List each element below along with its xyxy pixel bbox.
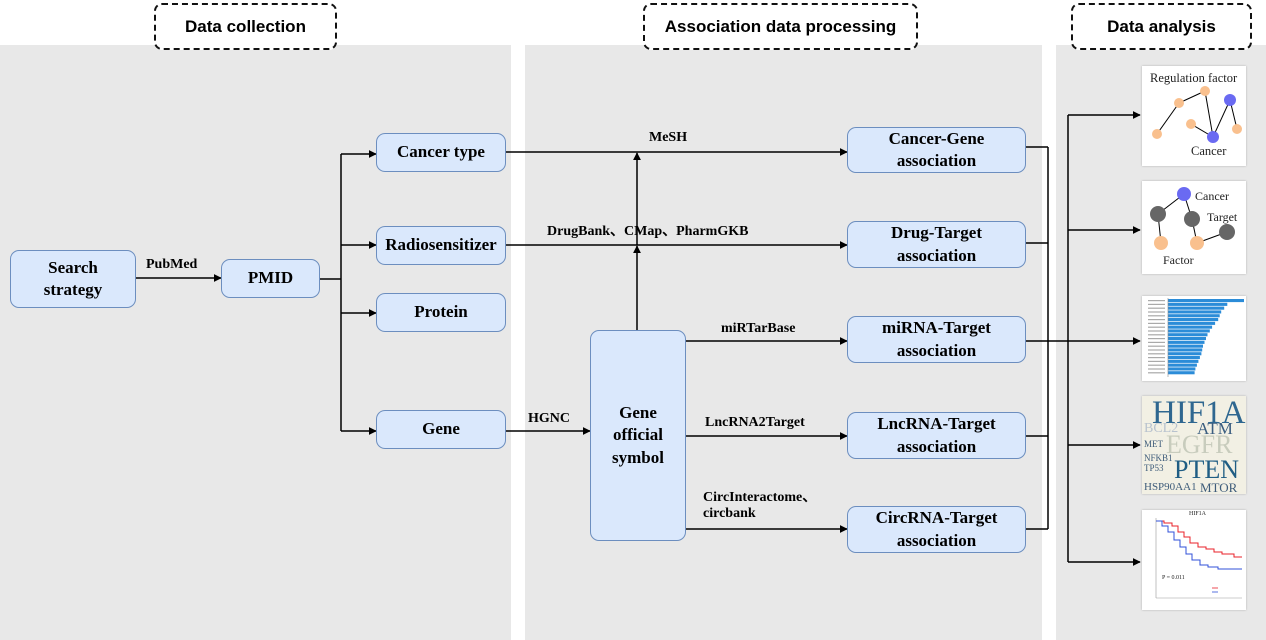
bar-tick-label bbox=[1148, 338, 1165, 340]
survival-pvalue: P = 0.011 bbox=[1162, 575, 1185, 581]
pubmed-label: PubMed bbox=[146, 257, 198, 272]
bar-tick-label bbox=[1148, 307, 1165, 309]
bar bbox=[1168, 321, 1216, 325]
bar bbox=[1168, 352, 1202, 356]
section-header-collection: Data collection bbox=[154, 3, 337, 50]
bar bbox=[1168, 302, 1228, 306]
bar-tick-label bbox=[1148, 364, 1165, 366]
wordcloud-thumbnail: HIF1A BCL2 ATM EGFR MET NFKB1 TP53 PTEN … bbox=[1142, 396, 1246, 494]
bar bbox=[1168, 367, 1196, 371]
bar-tick-label bbox=[1148, 345, 1165, 347]
bar bbox=[1168, 310, 1222, 314]
network-thumbnail-2: Cancer Target Factor bbox=[1142, 181, 1246, 274]
bar bbox=[1168, 314, 1220, 318]
network2-right-label: Target bbox=[1207, 210, 1238, 224]
wordcloud-word: MET bbox=[1144, 439, 1163, 449]
survival-thumbnail: HIF1A P = 0.011 bbox=[1142, 510, 1246, 610]
bar-tick-label bbox=[1148, 341, 1165, 343]
survival-title: HIF1A bbox=[1189, 511, 1207, 517]
network2-bottom-label: Factor bbox=[1163, 253, 1194, 267]
bar-tick-label bbox=[1148, 311, 1165, 313]
bar bbox=[1168, 318, 1219, 322]
bar-tick-label bbox=[1148, 300, 1165, 302]
bar bbox=[1168, 333, 1208, 337]
bar bbox=[1168, 344, 1203, 348]
drug-databases-label: DrugBank、CMap、PharmGKB bbox=[547, 224, 749, 239]
protein-node: Protein bbox=[376, 293, 506, 332]
mirtarbase-label: miRTarBase bbox=[721, 321, 796, 336]
radiosensitizer-node: Radiosensitizer bbox=[376, 226, 506, 265]
wordcloud-word: EGFR bbox=[1166, 430, 1233, 459]
wordcloud-word: ATM bbox=[1197, 419, 1233, 438]
bar-tick-label bbox=[1148, 303, 1165, 305]
bar-tick-label bbox=[1148, 357, 1165, 359]
bar-tick-label bbox=[1148, 326, 1165, 328]
barchart-graph bbox=[1148, 298, 1244, 377]
wordcloud-word: TP53 bbox=[1144, 463, 1164, 473]
hgnc-label: HGNC bbox=[528, 411, 570, 426]
bar-tick-label bbox=[1148, 315, 1165, 317]
gene-node: Gene bbox=[376, 410, 506, 449]
drug-target-association-node: Drug-Target association bbox=[847, 221, 1026, 268]
network1-graph bbox=[1152, 86, 1242, 143]
bar-tick-label bbox=[1148, 319, 1165, 321]
bar bbox=[1168, 329, 1210, 333]
mesh-label: MeSH bbox=[649, 130, 688, 145]
bar bbox=[1168, 359, 1199, 363]
search-strategy-node: Search strategy bbox=[10, 250, 136, 308]
lncrna2target-label: LncRNA2Target bbox=[705, 415, 805, 430]
bar-tick-label bbox=[1148, 322, 1165, 324]
wordcloud-word: HSP90AA1 bbox=[1144, 481, 1197, 493]
bar-tick-label bbox=[1148, 353, 1165, 355]
circ-databases-label: CircInteractome、 circbank bbox=[703, 490, 817, 522]
network-thumbnail-1: Regulation factor Cancer bbox=[1142, 66, 1246, 166]
survival-graph bbox=[1155, 518, 1242, 599]
circrna-target-association-node: CircRNA-Target association bbox=[847, 506, 1026, 553]
bar-tick-label bbox=[1148, 372, 1165, 374]
wordcloud-word: BCL2 bbox=[1144, 421, 1179, 436]
bar-tick-label bbox=[1148, 360, 1165, 362]
gene-official-symbol-node: Gene official symbol bbox=[590, 330, 686, 541]
bar bbox=[1168, 371, 1195, 375]
wordcloud-word: NFKB1 bbox=[1144, 453, 1173, 463]
bar bbox=[1168, 306, 1225, 310]
wordcloud-word: PTEN bbox=[1174, 455, 1239, 484]
bar bbox=[1168, 325, 1213, 329]
cancer-gene-association-node: Cancer-Gene association bbox=[847, 127, 1026, 173]
network2-top-label: Cancer bbox=[1195, 189, 1229, 203]
bar bbox=[1168, 340, 1205, 344]
bar bbox=[1168, 348, 1203, 352]
mirna-target-association-node: miRNA-Target association bbox=[847, 316, 1026, 363]
pmid-node: PMID bbox=[221, 259, 320, 298]
bar bbox=[1168, 299, 1244, 303]
section-header-processing: Association data processing bbox=[643, 3, 918, 50]
section-header-analysis: Data analysis bbox=[1071, 3, 1252, 50]
barchart-thumbnail bbox=[1142, 296, 1246, 381]
bar bbox=[1168, 363, 1197, 367]
lncrna-target-association-node: LncRNA-Target association bbox=[847, 412, 1026, 459]
network1-title: Regulation factor bbox=[1150, 71, 1238, 85]
bar-tick-label bbox=[1148, 330, 1165, 332]
network1-sub: Cancer bbox=[1191, 144, 1227, 158]
bar bbox=[1168, 356, 1200, 360]
bar-tick-label bbox=[1148, 368, 1165, 370]
bar-tick-label bbox=[1148, 349, 1165, 351]
bar-tick-label bbox=[1148, 334, 1165, 336]
wordcloud-word: MTOR bbox=[1200, 480, 1238, 494]
network2-graph bbox=[1150, 187, 1235, 250]
bar bbox=[1168, 337, 1206, 341]
cancer-type-node: Cancer type bbox=[376, 133, 506, 172]
wordcloud-word: HIF1A bbox=[1152, 396, 1246, 431]
